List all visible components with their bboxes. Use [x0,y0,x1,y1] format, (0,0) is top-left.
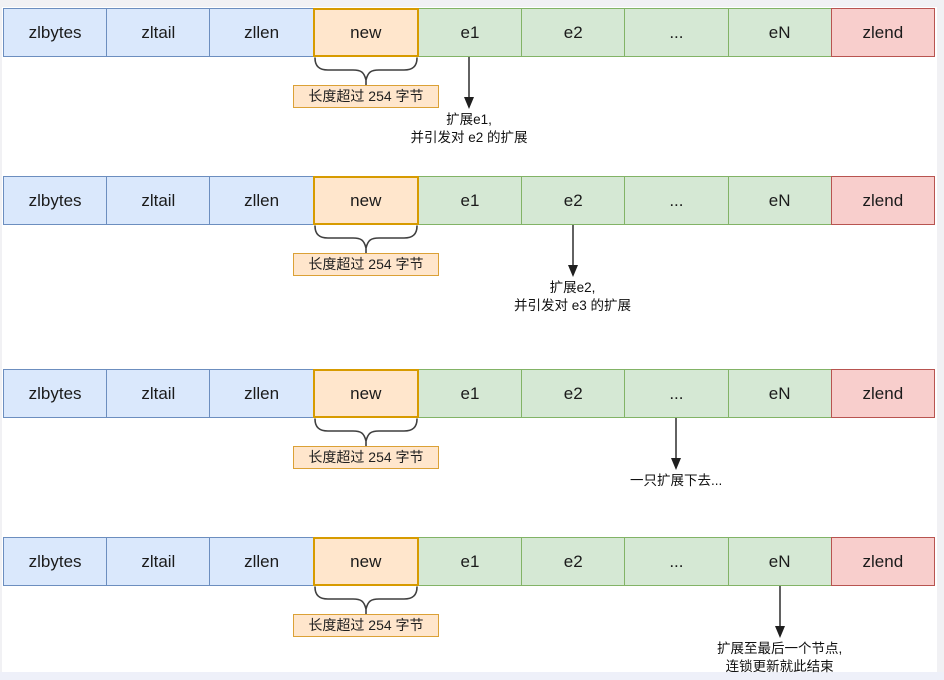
cell-e2: e2 [521,537,626,586]
stage-annotation: 扩展e2, 并引发对 e3 的扩展 [514,280,632,313]
brace-label: 长度超过 254 字节 [293,253,439,276]
stage-annotation: 扩展e1, 并引发对 e2 的扩展 [410,112,528,145]
cell-zlend: zlend [830,176,935,225]
cell-zllen: zllen [209,369,314,418]
cell-zlend: zlend [830,537,935,586]
underbrace-icon [314,57,418,85]
window-edge-right [937,0,944,680]
underbrace-icon [314,586,418,614]
down-arrow-icon [464,57,474,109]
brace-label: 长度超过 254 字节 [293,614,439,637]
cell-zllen: zllen [209,8,314,57]
underbrace-icon [314,225,418,253]
cell-eN: eN [727,369,832,418]
cell-zllen: zllen [209,537,314,586]
cell-new: new [312,369,419,418]
cell-zllen: zllen [209,176,314,225]
brace-label: 长度超过 254 字节 [293,85,439,108]
cell-zltail: zltail [106,176,211,225]
cell-e1: e1 [417,176,523,225]
cell-zlend: zlend [830,369,935,418]
stage-annotation: 扩展至最后一个节点, 连锁更新就此结束 [717,641,843,674]
cell-zltail: zltail [106,8,211,57]
cell-e1: e1 [417,8,523,57]
cell-new: new [312,176,419,225]
cell-zlbytes: zlbytes [3,537,108,586]
window-edge-left [0,0,2,680]
cell-zlbytes: zlbytes [3,176,108,225]
window-edge-top [0,0,944,7]
cell-e1: e1 [417,369,523,418]
cell-eN: eN [727,8,832,57]
cell-zlbytes: zlbytes [3,369,108,418]
brace-label: 长度超过 254 字节 [293,446,439,469]
cell-zltail: zltail [106,369,211,418]
cell-new: new [312,8,419,57]
cell-ellipsis: ... [624,537,729,586]
down-arrow-icon [774,586,785,638]
cell-e2: e2 [521,8,626,57]
cell-zlend: zlend [830,8,935,57]
cell-ellipsis: ... [624,369,729,418]
cell-ellipsis: ... [624,176,729,225]
down-arrow-icon [567,225,578,277]
cell-zlbytes: zlbytes [3,8,108,57]
cell-new: new [312,537,419,586]
cell-zltail: zltail [106,537,211,586]
down-arrow-icon [671,418,682,470]
cell-e2: e2 [521,369,626,418]
cell-eN: eN [727,176,832,225]
cell-e2: e2 [521,176,626,225]
window-edge-bottom [0,672,944,680]
cell-eN: eN [727,537,832,586]
underbrace-icon [314,418,418,446]
cell-ellipsis: ... [624,8,729,57]
cell-e1: e1 [417,537,523,586]
stage-annotation: 一只扩展下去... [629,473,723,488]
